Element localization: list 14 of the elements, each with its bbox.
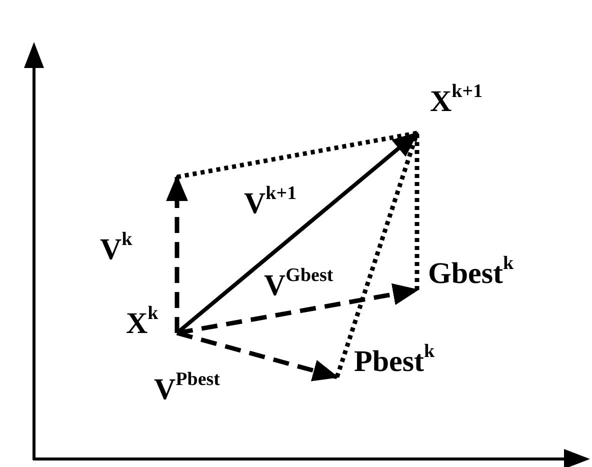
connector-line: [334, 132, 420, 378]
connector-line: [176, 130, 418, 180]
arrow: [176, 283, 419, 336]
edge-label: V$^{k+1}$: [244, 186, 297, 222]
arrow: [176, 330, 339, 382]
edge-label: V$^{Pbest}$: [154, 372, 220, 408]
arrow: [166, 175, 188, 333]
edge-label: V$^{Gbest}$: [264, 268, 334, 304]
point-label: Gbest$^{k}$: [428, 256, 514, 292]
point-label: Pbest$^{k}$: [354, 344, 435, 380]
edge-label: V$^{k}$: [100, 232, 132, 268]
point-label: X$^{k+1}$: [430, 84, 483, 120]
connector-line: [414, 133, 420, 290]
point-label: X$^{k}$: [126, 306, 158, 342]
